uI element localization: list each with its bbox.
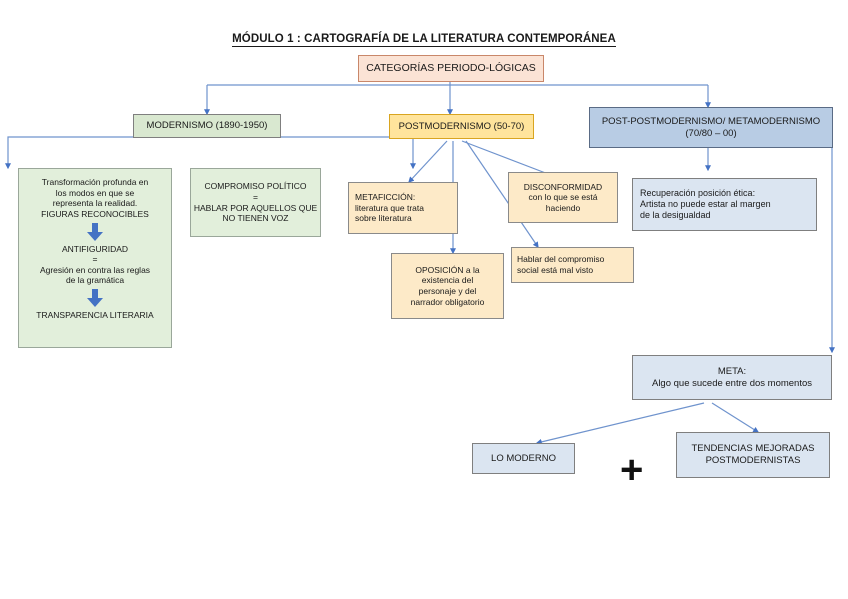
- node-label: Hablar del compromiso social está mal vi…: [517, 254, 605, 275]
- node-disconformidad[interactable]: DISCONFORMIDAD con lo que se está hacien…: [508, 172, 618, 223]
- node-label: CATEGORÍAS PERIODO-LÓGICAS: [366, 61, 536, 74]
- node-recuperacion-posicion-etica[interactable]: Recuperación posición ética: Artista no …: [632, 178, 817, 231]
- node-meta[interactable]: META: Algo que sucede entre dos momentos: [632, 355, 832, 400]
- node-compromiso-politico[interactable]: COMPROMISO POLÍTICO = HABLAR POR AQUELLO…: [190, 168, 321, 237]
- node-metaficcion[interactable]: METAFICCIÓN: literatura que trata sobre …: [348, 182, 458, 234]
- node-label: COMPROMISO POLÍTICO = HABLAR POR AQUELLO…: [193, 181, 318, 224]
- node-label: POSTMODERNISMO (50-70): [398, 120, 525, 132]
- plus-symbol: +: [620, 448, 644, 492]
- node-label: META: Algo que sucede entre dos momentos: [651, 365, 812, 389]
- node-label: METAFICCIÓN: literatura que trata sobre …: [355, 192, 424, 224]
- node-label-part2: ANTIFIGURIDAD = Agresión en contra las r…: [39, 243, 151, 286]
- node-oposicion[interactable]: OPOSICIÓN a la existencia del personaje …: [391, 253, 504, 319]
- node-tendencias-mejoradas[interactable]: TENDENCIAS MEJORADAS POSTMODERNISTAS: [676, 432, 830, 478]
- node-label-part3: TRANSPARENCIA LITERARIA: [36, 310, 154, 320]
- edge-modernismo-to-compromiso: [277, 136, 416, 170]
- node-label: LO MODERNO: [491, 452, 556, 464]
- node-compromiso-social[interactable]: Hablar del compromiso social está mal vi…: [511, 247, 634, 283]
- page-title: MÓDULO 1 : CARTOGRAFÍA DE LA LITERATURA …: [0, 33, 848, 47]
- node-post-postmodernismo[interactable]: POST-POSTMODERNISMO/ METAMODERNISMO (70/…: [589, 107, 833, 148]
- down-block-arrow-icon: [87, 289, 103, 307]
- node-lo-moderno[interactable]: LO MODERNO: [472, 443, 575, 474]
- node-label: OPOSICIÓN a la existencia del personaje …: [410, 264, 485, 307]
- node-label: Recuperación posición ética: Artista no …: [640, 187, 771, 221]
- edge-meta-to-tendencias: [711, 402, 760, 433]
- edge-postmodernismo-to-metaficcion: [408, 140, 448, 183]
- node-label: POST-POSTMODERNISMO/ METAMODERNISMO (70/…: [601, 115, 821, 139]
- node-label-part1: Transformación profunda en los modos en …: [41, 177, 149, 219]
- plus-icon: +: [620, 450, 643, 490]
- page-title-text: MÓDULO 1 : CARTOGRAFÍA DE LA LITERATURA …: [232, 33, 616, 47]
- node-transformacion-profunda[interactable]: Transformación profunda en los modos en …: [18, 168, 172, 348]
- edge-modernismo-to-transformacion: [5, 136, 138, 170]
- node-label: MODERNISMO (1890-1950): [146, 120, 268, 132]
- node-label: DISCONFORMIDAD con lo que se está hacien…: [523, 181, 603, 213]
- node-modernismo[interactable]: MODERNISMO (1890-1950): [133, 114, 281, 138]
- down-block-arrow-icon: [87, 222, 103, 241]
- node-postmodernismo[interactable]: POSTMODERNISMO (50-70): [389, 114, 534, 139]
- node-label: TENDENCIAS MEJORADAS POSTMODERNISTAS: [691, 443, 815, 466]
- node-categorias-periodo-logicas[interactable]: CATEGORÍAS PERIODO-LÓGICAS: [358, 55, 544, 82]
